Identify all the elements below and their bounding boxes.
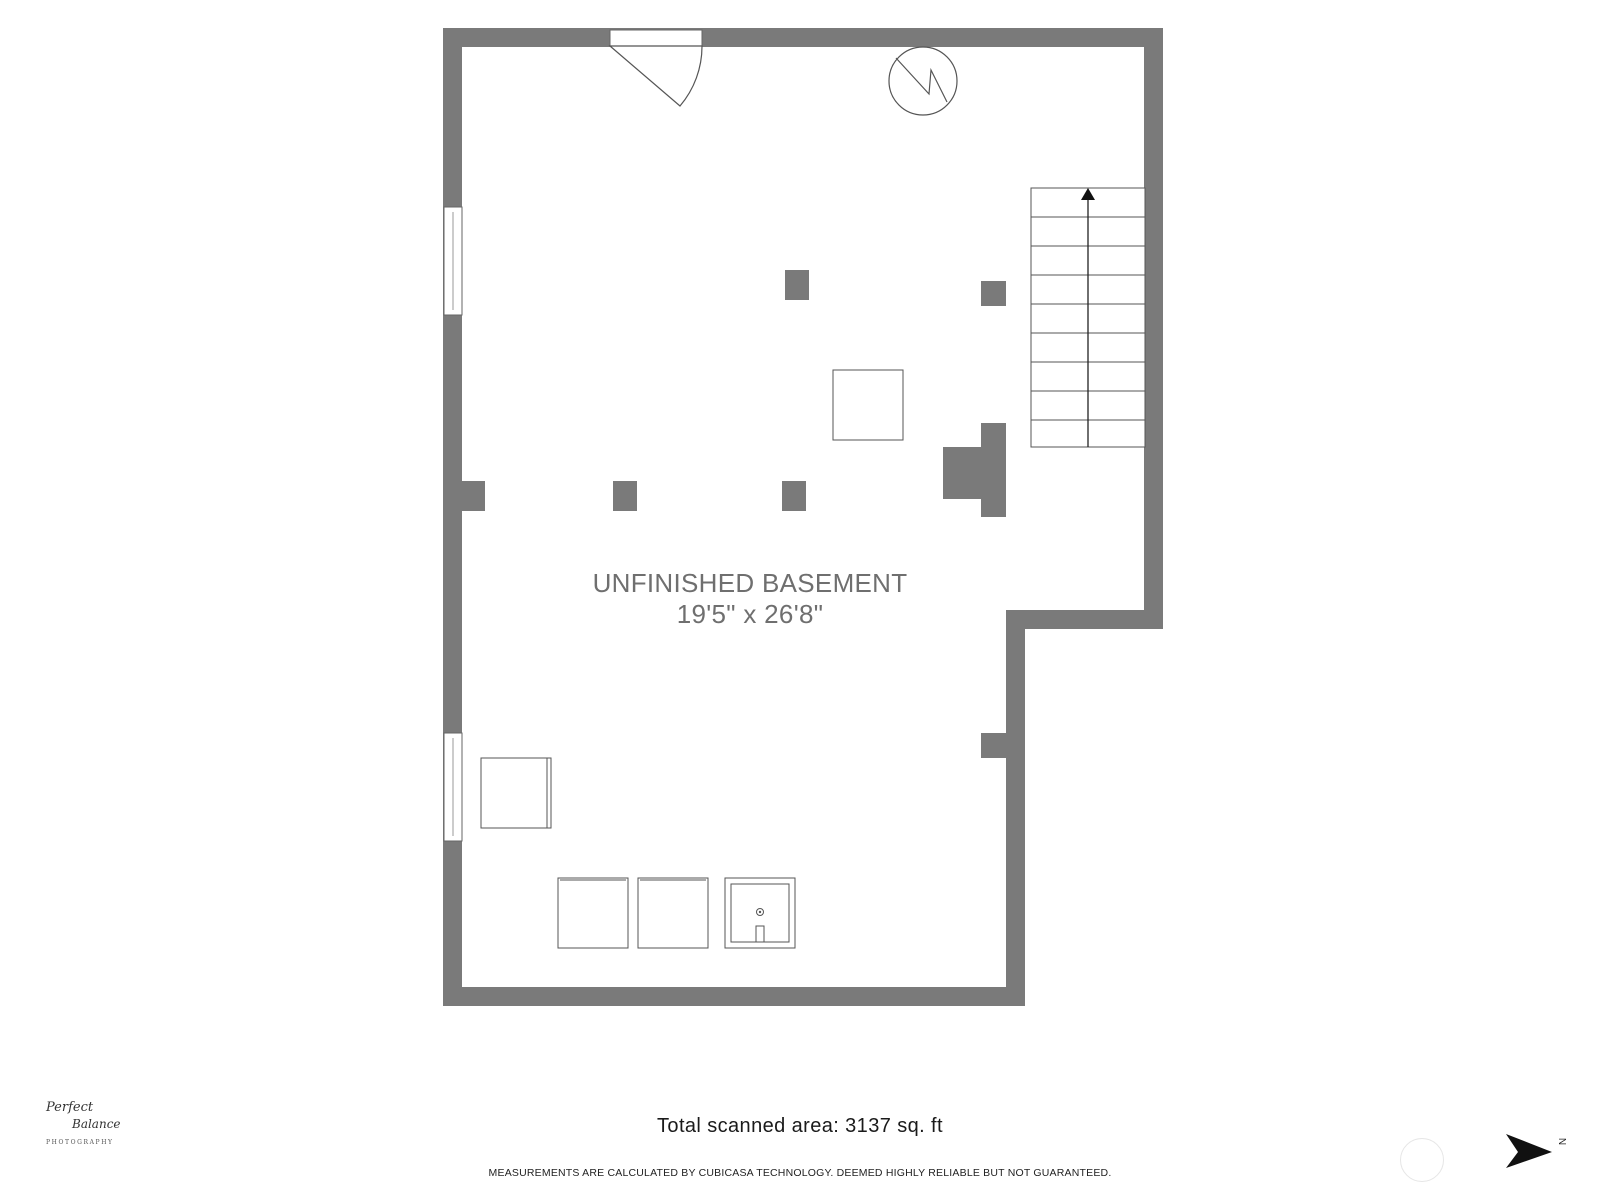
total-area: Total scanned area: 3137 sq. ft [657, 1115, 943, 1137]
logo-line-2: Balance [72, 1117, 121, 1131]
dryer [637, 877, 709, 949]
room-dimensions: 19'5" x 26'8" [676, 599, 824, 629]
room-name: UNFINISHED BASEMENT [592, 568, 908, 598]
window-lower-left [443, 732, 463, 842]
laundry-sink [724, 877, 796, 949]
window-upper-left [443, 206, 463, 316]
watermark-circle [1400, 1138, 1444, 1182]
logo-line-3: PHOTOGRAPHY [46, 1139, 114, 1146]
logo-line-1: Perfect [46, 1100, 94, 1115]
entry-door [608, 29, 703, 107]
chimney-block [943, 423, 1006, 517]
electrical-panel-icon [888, 46, 958, 116]
washer [557, 877, 629, 949]
exterior-walls [443, 28, 1163, 1006]
staircase [1030, 187, 1146, 448]
measurement-disclaimer: MEASUREMENTS ARE CALCULATED BY CUBICASA … [488, 1167, 1112, 1179]
compass-label: N [1556, 1137, 1568, 1146]
brand-logo: Perfect Balance PHOTOGRAPHY [44, 1100, 144, 1156]
north-arrow-icon [1506, 1134, 1552, 1168]
appliance-left [480, 757, 552, 829]
storage-box [832, 369, 904, 441]
room-label: UNFINISHED BASEMENT 19'5" x 26'8" [540, 568, 960, 630]
support-columns [462, 270, 1006, 758]
compass: N [1500, 1130, 1570, 1170]
